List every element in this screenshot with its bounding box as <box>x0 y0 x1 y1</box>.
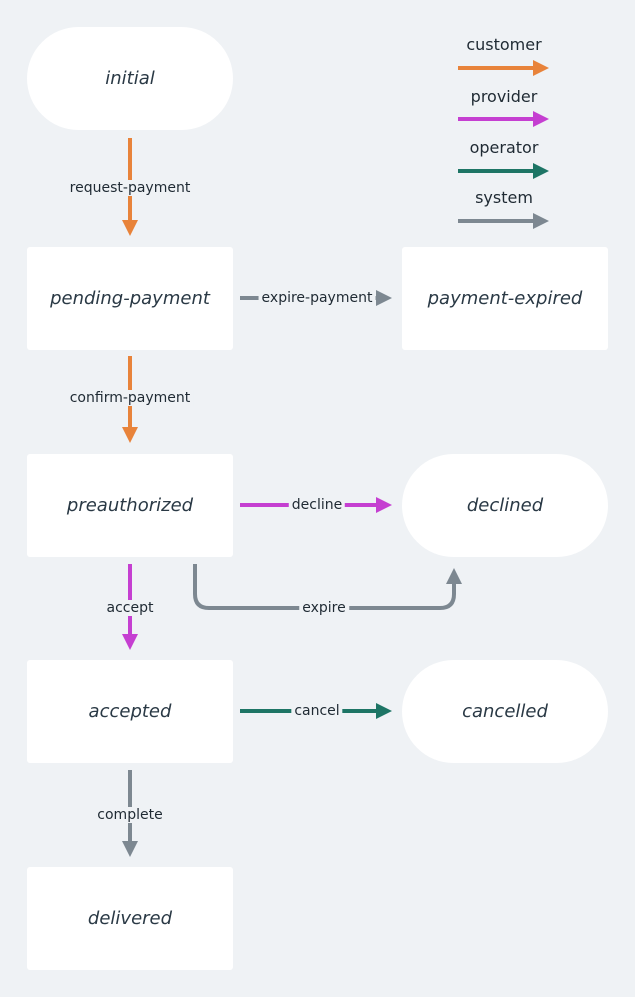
transition-label-expire-payment: expire-payment <box>258 290 376 306</box>
state-label: cancelled <box>462 701 548 722</box>
state-delivered: delivered <box>27 867 233 970</box>
state-label: initial <box>105 68 155 89</box>
state-label: preauthorized <box>66 495 194 516</box>
transition-label-confirm-payment: confirm-payment <box>66 390 194 406</box>
state-declined: declined <box>402 454 608 557</box>
transition-label-decline: decline <box>288 497 346 513</box>
legend-label-operator: operator <box>469 138 539 157</box>
transition-label-request-payment: request-payment <box>66 180 194 196</box>
state-initial: initial <box>27 27 233 130</box>
state-payment-expired: payment-expired <box>402 247 608 350</box>
legend-label-customer: customer <box>466 35 542 54</box>
state-label: delivered <box>87 908 173 929</box>
transition-label-accept: accept <box>103 600 157 616</box>
transition-label-complete: complete <box>94 807 166 823</box>
legend-label-system: system <box>475 188 533 207</box>
state-pending-payment: pending-payment <box>27 247 233 350</box>
state-accepted: accepted <box>27 660 233 763</box>
state-label: payment-expired <box>427 288 583 309</box>
state-label: declined <box>466 495 544 516</box>
state-label: accepted <box>88 701 172 722</box>
state-label: pending-payment <box>50 288 210 309</box>
transition-label-expire: expire <box>299 600 349 616</box>
state-preauthorized: preauthorized <box>27 454 233 557</box>
transition-label-cancel: cancel <box>291 703 343 719</box>
state-cancelled: cancelled <box>402 660 608 763</box>
legend-label-provider: provider <box>470 87 538 106</box>
